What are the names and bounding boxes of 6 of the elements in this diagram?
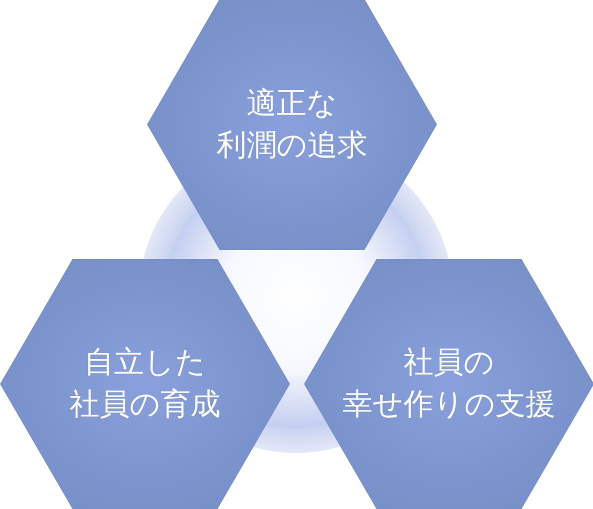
hexagon-label: 適正な利潤の追求	[216, 84, 368, 164]
hexagon-node	[304, 259, 593, 509]
hexagon-label: 社員の幸せ作りの支援	[342, 344, 556, 424]
hexagon-node	[147, 0, 437, 250]
hexagon-node	[0, 259, 290, 509]
hexagon-label: 自立した社員の育成	[70, 344, 220, 424]
